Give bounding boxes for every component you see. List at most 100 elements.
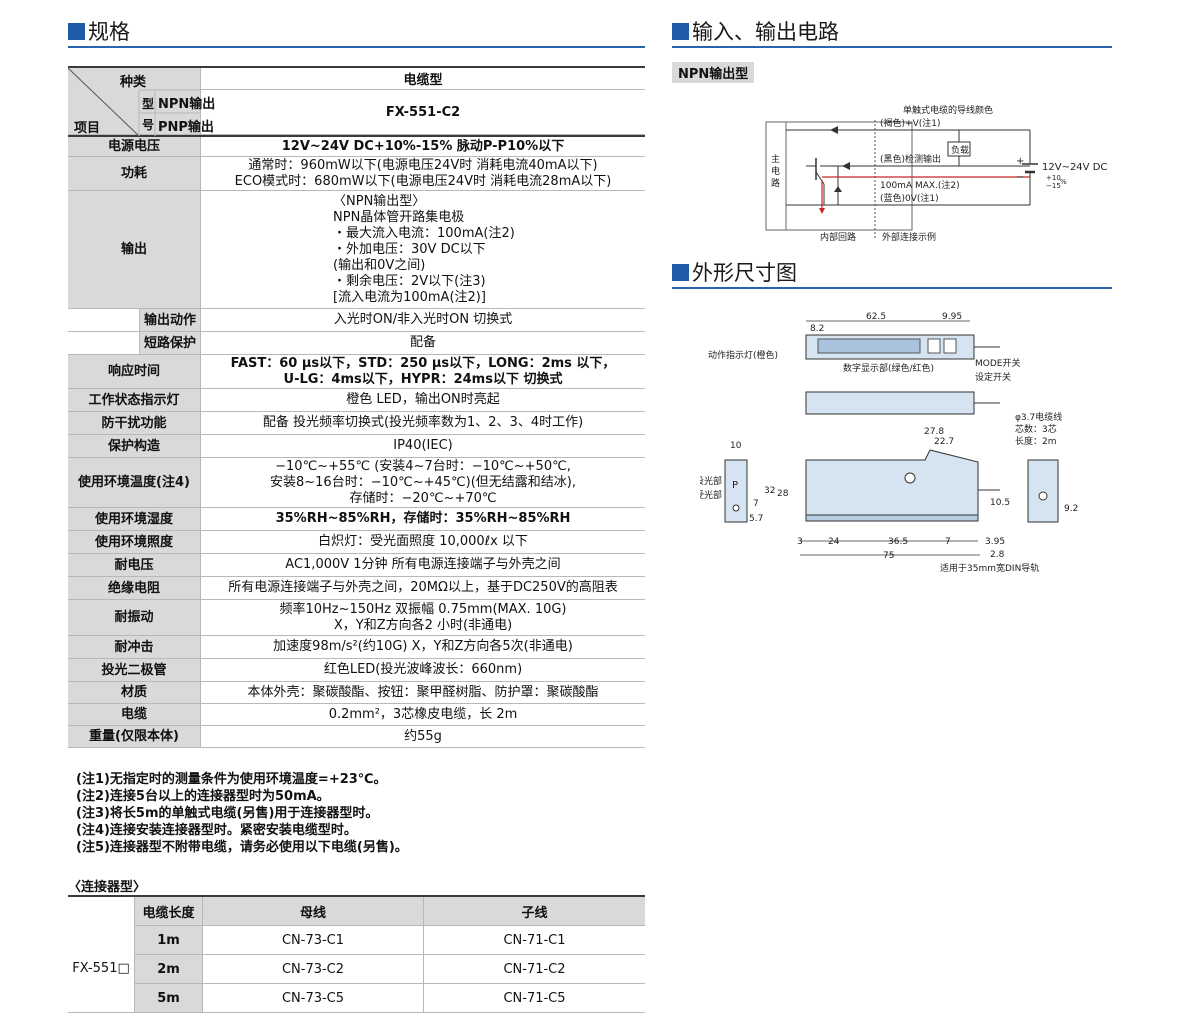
- table-row: 重量(仅限本体)约55g: [68, 726, 645, 748]
- spec-section-title: 规格: [68, 16, 130, 46]
- transistor-emitter: [815, 171, 825, 185]
- row-value: 入光时ON/非入光时ON 切换式: [201, 309, 645, 331]
- emit-text: 投光部: [700, 475, 722, 487]
- kind-value: 电缆型: [201, 68, 645, 90]
- row-label: 使用环境照度: [68, 531, 201, 553]
- value-line: [流入电流为100mA(注2)]: [333, 289, 486, 305]
- row-value: 〈NPN输出型〉NPN晶体管开路集电极・最大流入电流：100mA(注2)・外加电…: [201, 191, 645, 308]
- table-row: 短路保护配备: [68, 332, 645, 355]
- table-row: 保护构造 IP40(IEC): [68, 435, 645, 458]
- brown-wire-text: (褐色)+V(注1): [880, 117, 940, 129]
- row-value: 配备 投光频率切换式(投光频率数为1、2、3、4时工作): [201, 412, 645, 434]
- table-row: 功耗通常时：960mW以下(电源电压24V时 消耗电流40mA以下)ECO模式时…: [68, 157, 645, 191]
- value-line: 橙色 LED，输出ON时亮起: [346, 392, 500, 407]
- row-value: 通常时：960mW以下(电源电压24V时 消耗电流40mA以下)ECO模式时：6…: [201, 157, 645, 190]
- title-square-icon: [672, 22, 689, 40]
- value-line: ECO模式时：680mW以下(电源电压24V时 消耗电流28mA以下): [234, 173, 612, 189]
- value-line: IP40(IEC): [393, 438, 453, 453]
- table-row: 使用环境温度(注4) −10℃~+55℃ (安装4~7台时：−10℃~+50℃,安…: [68, 458, 645, 508]
- sensor-front-view: [724, 459, 748, 523]
- row-label: 重量(仅限本体): [68, 726, 201, 747]
- table-row: 绝缘电阻所有电源连接端子与外壳之间，20MΩ以上，基于DC250V的高阻表: [68, 577, 645, 600]
- value-line: NPN晶体管开路集电极: [333, 209, 465, 225]
- table-row: 工作状态指示灯橙色 LED，输出ON时亮起: [68, 389, 645, 412]
- value-line: 白炽灯：受光面照度 10,000ℓx 以下: [318, 534, 528, 549]
- value-line: 35%RH~85%RH，存储时：35%RH~85%RH: [275, 511, 571, 526]
- row-value: 频率10Hz~150Hz 双振幅 0.75mm(MAX. 10G)X，Y和Z方向…: [201, 600, 645, 635]
- receive-text: 受光部: [700, 489, 722, 501]
- table-row: 投光二极管红色LED(投光波峰波长：660nm): [68, 659, 645, 682]
- value-line: ・最大流入电流：100mA(注2): [333, 225, 515, 241]
- row-value: 0.2mm²，3芯橡皮电缆，长 2m: [201, 704, 645, 725]
- din-rail-base: [805, 514, 979, 522]
- npn-label: NPN输出: [158, 97, 216, 112]
- value-line: AC1,000V 1分钟 所有电源连接端子与外壳之间: [285, 557, 561, 572]
- indicator-text: 动作指示灯(橙色): [708, 349, 778, 361]
- dim-32: 32: [764, 486, 775, 496]
- spec-table: 种类 项目 型 号 NPN输出 PNP输出 电缆型 FX-551-C2 电源电压…: [68, 66, 645, 748]
- cable-spec-text: φ3.7电缆线: [1015, 411, 1062, 423]
- dim-9-95: 9.95: [942, 312, 962, 322]
- table-row: 耐冲击加速度98m/s²(约10G) X，Y和Z方向各5次(非通电): [68, 636, 645, 659]
- value-line: 安装8~16台时：−10℃~+45℃)(但无结露和结冰),: [269, 474, 576, 490]
- circuit-section-title: 输入、输出电路: [672, 16, 839, 46]
- row-label: 使用环境温度(注4): [68, 458, 201, 507]
- row-value: 12V~24V DC+10%-15% 脉动P-P10%以下: [201, 137, 645, 156]
- main-circuit-text-1: 主: [771, 153, 780, 165]
- row-value: 本体外壳：聚碳酸酯、按钮：聚甲醛树脂、防护罩：聚碳酸酯: [201, 682, 645, 703]
- load-text: 负载: [951, 144, 969, 156]
- supply-text: 12V~24V DC: [1042, 162, 1107, 173]
- row-value: FAST：60 μs以下，STD：250 μs以下，LONG：2ms 以下，U-…: [201, 355, 645, 388]
- child-cell: CN-71-C1: [503, 932, 566, 948]
- connector-head-row: 电缆长度 母线 子线: [68, 897, 645, 926]
- table-row: 输出动作入光时ON/非入光时ON 切换式: [68, 309, 645, 332]
- row-label: 短路保护: [139, 332, 201, 354]
- connector-title: 〈连接器型〉: [68, 880, 147, 895]
- length-head: 电缆长度: [134, 897, 203, 925]
- set-switch: [943, 338, 957, 354]
- row-label: 耐振动: [68, 600, 201, 635]
- value-line: ・剩余电压：2V以下(注3): [333, 273, 486, 289]
- dim-28: 28: [777, 489, 789, 499]
- npn-circuit-diagram: 主 电 路 负载 单触式电缆的导线颜色 (褐色)+V(注1) (黑色)检测输出 …: [765, 104, 1107, 243]
- row-label: 材质: [68, 682, 201, 703]
- lens-icon: [732, 504, 740, 512]
- connector-table: 电缆长度 母线 子线 1m CN-73-C1 CN-71-C1 2m CN-73…: [68, 895, 645, 1013]
- dimension-drawing: 62.5 8.2 9.95 动作指示灯(橙色) 数字显示部(绿色/红色) MOD…: [700, 312, 1078, 574]
- kind-label: 种类: [120, 75, 147, 90]
- title-square-icon: [672, 263, 689, 281]
- table-row: 耐振动频率10Hz~150Hz 双振幅 0.75mm(MAX. 10G)X，Y和…: [68, 600, 645, 636]
- child-cell: CN-71-C5: [503, 990, 566, 1006]
- row-value: 所有电源连接端子与外壳之间，20MΩ以上，基于DC250V的高阻表: [201, 577, 645, 599]
- dim-10-5: 10.5: [990, 498, 1010, 508]
- tol-minus-text: −15: [1046, 182, 1061, 190]
- dim-8-2: 8.2: [810, 324, 824, 334]
- dimension-section-title: 外形尺寸图: [672, 257, 797, 287]
- din-rail-text: 适用于35mm宽DIN导轨: [940, 562, 1039, 574]
- value-line: ・外加电压：30V DC以下: [333, 241, 486, 257]
- head-label-cell: 种类 项目 型 号 NPN输出 PNP输出: [68, 68, 215, 136]
- table-row: 防干扰功能配备 投光频率切换式(投光频率数为1、2、3、4时工作): [68, 412, 645, 435]
- row-label: 响应时间: [68, 355, 201, 388]
- value-line: 所有电源连接端子与外壳之间，20MΩ以上，基于DC250V的高阻表: [228, 580, 618, 595]
- value-line: 频率10Hz~150Hz 双振幅 0.75mm(MAX. 10G): [279, 601, 567, 617]
- mother-cell: CN-73-C1: [203, 926, 424, 954]
- length-cell: 5m: [134, 984, 203, 1012]
- note-3: (注3)将长5m的单触式电缆(另售)用于连接器型时。: [76, 806, 379, 821]
- row-value: 约55g: [201, 726, 645, 747]
- row-label: 保护构造: [68, 435, 201, 457]
- table-row: 使用环境照度 白炽灯：受光面照度 10,000ℓx 以下: [68, 531, 645, 554]
- model-label-1: 型: [142, 97, 155, 111]
- mother-cell: CN-73-C5: [203, 984, 424, 1012]
- row-label: 防干扰功能: [68, 412, 201, 434]
- main-circuit-box: [765, 121, 787, 231]
- row-value: 白炽灯：受光面照度 10,000ℓx 以下: [201, 531, 645, 553]
- dim-75: 75: [883, 551, 894, 561]
- blue-wire-text: (蓝色)0V(注1): [880, 192, 939, 204]
- value-line: −10℃~+55℃ (安装4~7台时：−10℃~+50℃,: [275, 458, 571, 474]
